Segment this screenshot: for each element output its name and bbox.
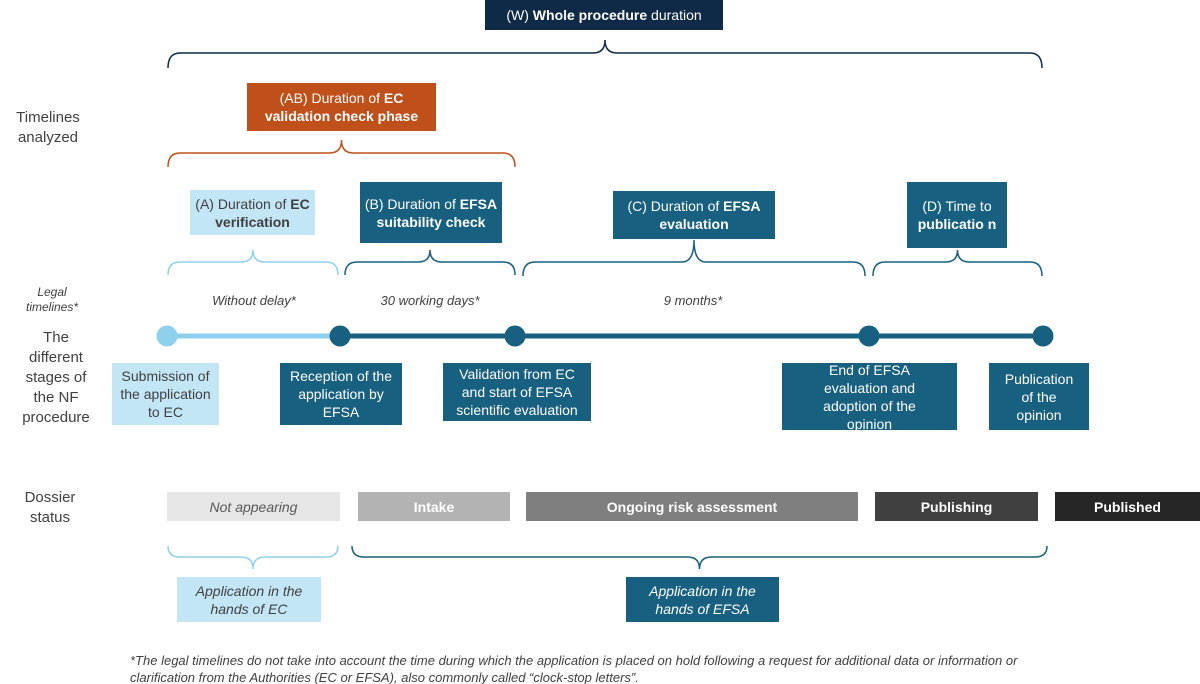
- row-label-stages: The different stages of the NF procedure: [22, 329, 90, 426]
- brace-c: [522, 239, 866, 277]
- timeline-milestone-dot: [329, 325, 351, 347]
- legal-timeline-b: 30 working days*: [380, 293, 480, 308]
- stage-reception: Reception of the application by EFSA: [280, 363, 402, 425]
- status-intake: Intake: [358, 492, 510, 521]
- status-publishing: Publishing: [875, 492, 1038, 521]
- brace-b: [344, 249, 516, 276]
- stage-validation: Validation from EC and start of EFSA sci…: [443, 363, 591, 421]
- status-not-appearing: Not appearing: [167, 492, 340, 521]
- brace-a: [167, 249, 339, 276]
- timeline-milestone-dot: [858, 325, 880, 347]
- brace-d: [872, 249, 1043, 277]
- stage-end-evaluation: End of EFSA evaluation and adoption of t…: [782, 362, 957, 432]
- brace-ab: [167, 139, 516, 168]
- timeline-d-box: (D) Time to publicatio n: [907, 182, 1007, 248]
- legal-timeline-a: Without delay*: [212, 293, 296, 308]
- timeline-b-box: (B) Duration of EFSA suitability check: [360, 182, 502, 243]
- stage-submission: Submission of the application to EC: [112, 363, 219, 425]
- brace-w: [167, 39, 1043, 69]
- timeline-w-box: (W) Whole procedure duration: [485, 0, 723, 30]
- timeline-milestone-dot: [156, 325, 178, 347]
- row-label-dossier: Dossier status: [24, 489, 76, 526]
- timeline-milestone-dot: [1032, 325, 1054, 347]
- stage-publication: Publication of the opinion: [989, 363, 1089, 430]
- timeline-a-box: (A) Duration of EC verification: [190, 190, 315, 235]
- brace-hands-efsa: [351, 545, 1048, 570]
- hands-of-efsa: Application in the hands of EFSA: [626, 577, 779, 622]
- status-ongoing-risk-assessment: Ongoing risk assessment: [526, 492, 858, 521]
- row-label-legal: Legal timelines*: [25, 285, 79, 314]
- timeline-ab-box: (AB) Duration of EC validation check pha…: [247, 83, 436, 131]
- status-published: Published: [1055, 492, 1200, 521]
- brace-hands-ec: [167, 545, 339, 570]
- legal-timeline-c: 9 months*: [663, 293, 723, 308]
- footnote: *The legal timelines do not take into ac…: [130, 653, 1018, 684]
- timeline-milestone-dot: [504, 325, 526, 347]
- row-label-timelines: Timelines analyzed: [16, 109, 80, 146]
- timeline-c-box: (C) Duration of EFSA evaluation: [613, 191, 775, 239]
- hands-of-ec: Application in the hands of EC: [177, 577, 321, 622]
